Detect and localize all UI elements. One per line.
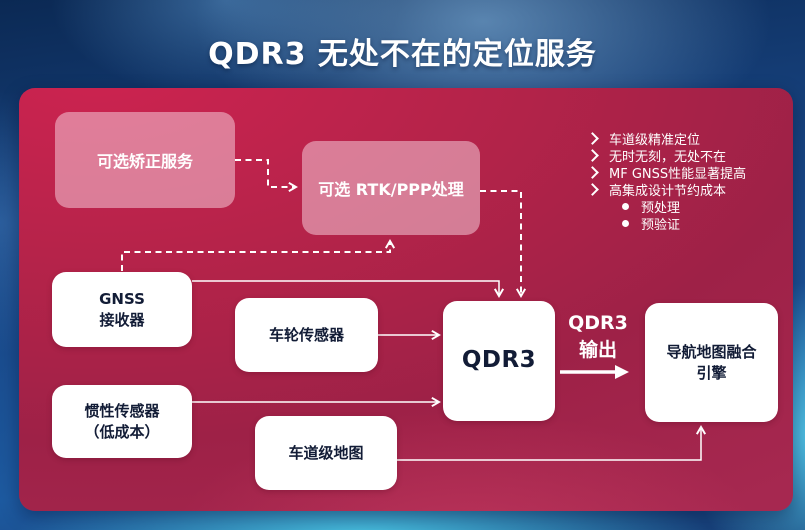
chevron-bullet-icon (586, 149, 599, 162)
dot-bullet-icon (622, 220, 629, 227)
box-nav-map-engine: 导航地图融合 引擎 (645, 303, 778, 422)
feature-text: MF GNSS性能显著提高 (609, 167, 747, 182)
box-wheel-sensor: 车轮传感器 (235, 298, 378, 372)
feature-list: 车道级精准定位 无时无刻，无处不在 MF GNSS性能显著提高 高集成设计节约成… (586, 130, 747, 233)
qdr3-output-label: QDR3 输出 (568, 312, 628, 361)
page-title: QDR3 无处不在的定位服务 (208, 37, 597, 72)
sub-feature-item: 预处理 (620, 198, 746, 216)
chevron-bullet-icon (586, 132, 599, 145)
sub-feature-item: 预验证 (620, 215, 746, 233)
feature-text: 车道级精准定位 (609, 133, 701, 148)
feature-items: 车道级精准定位 无时无刻，无处不在 MF GNSS性能显著提高 高集成设计节约成… (586, 130, 747, 233)
feature-item: 车道级精准定位 (586, 130, 746, 148)
sub-feature-text: 预处理 (641, 201, 681, 216)
chevron-bullet-icon (586, 183, 599, 196)
box-inertial-sensor: 惯性传感器 （低成本） (52, 385, 192, 458)
box-lane-map: 车道级地图 (255, 416, 397, 490)
feature-item: 无时无刻，无处不在 (586, 147, 746, 165)
box-gnss-receiver: GNSS 接收器 (52, 272, 192, 347)
box-qdr3: QDR3 (443, 301, 555, 421)
chevron-bullet-icon (586, 166, 599, 179)
box-rtk-ppp: 可选 RTK/PPP处理 (302, 141, 480, 235)
feature-text: 无时无刻，无处不在 (609, 150, 727, 165)
box-correction-service: 可选矫正服务 (55, 112, 235, 208)
feature-item: 高集成设计节约成本 (586, 181, 746, 199)
dot-bullet-icon (622, 203, 629, 210)
feature-item: MF GNSS性能显著提高 (586, 164, 747, 182)
feature-text: 高集成设计节约成本 (609, 184, 727, 199)
sub-feature-text: 预验证 (641, 218, 681, 233)
